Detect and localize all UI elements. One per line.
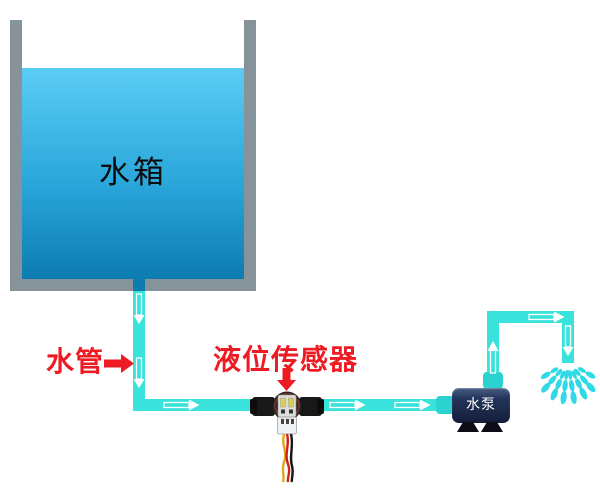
- flow-arrow-right-icon: [528, 310, 566, 324]
- flow-arrow-down-icon: [132, 357, 146, 389]
- flow-arrow-up-icon: [486, 340, 500, 374]
- pump-suction-feet: [452, 420, 512, 433]
- pump-inlet-connector: [436, 396, 455, 414]
- pump-label: 水泵: [466, 396, 496, 412]
- sensor-callout-arrow-icon: [277, 368, 296, 391]
- tank-wall-right: [244, 20, 256, 291]
- flow-arrow-right-icon: [394, 398, 432, 412]
- flow-arrow-down-icon: [561, 325, 575, 357]
- pipe-callout-arrow-icon: [104, 354, 134, 373]
- tank-label: 水箱: [99, 155, 167, 190]
- flow-arrow-right-icon: [329, 398, 367, 412]
- liquid-level-sensor-illustration: [248, 386, 326, 486]
- flow-arrow-right-icon: [163, 398, 201, 412]
- water-pump: 水泵: [452, 388, 510, 423]
- flow-arrow-down-icon: [132, 293, 146, 325]
- pipe-label: 水管: [46, 346, 105, 377]
- tank-water: [22, 68, 244, 279]
- pump-outlet-connector: [483, 372, 503, 389]
- water-spray-icon: [528, 358, 600, 410]
- tank-wall-left: [10, 20, 22, 291]
- tank-outlet-notch: [133, 279, 145, 291]
